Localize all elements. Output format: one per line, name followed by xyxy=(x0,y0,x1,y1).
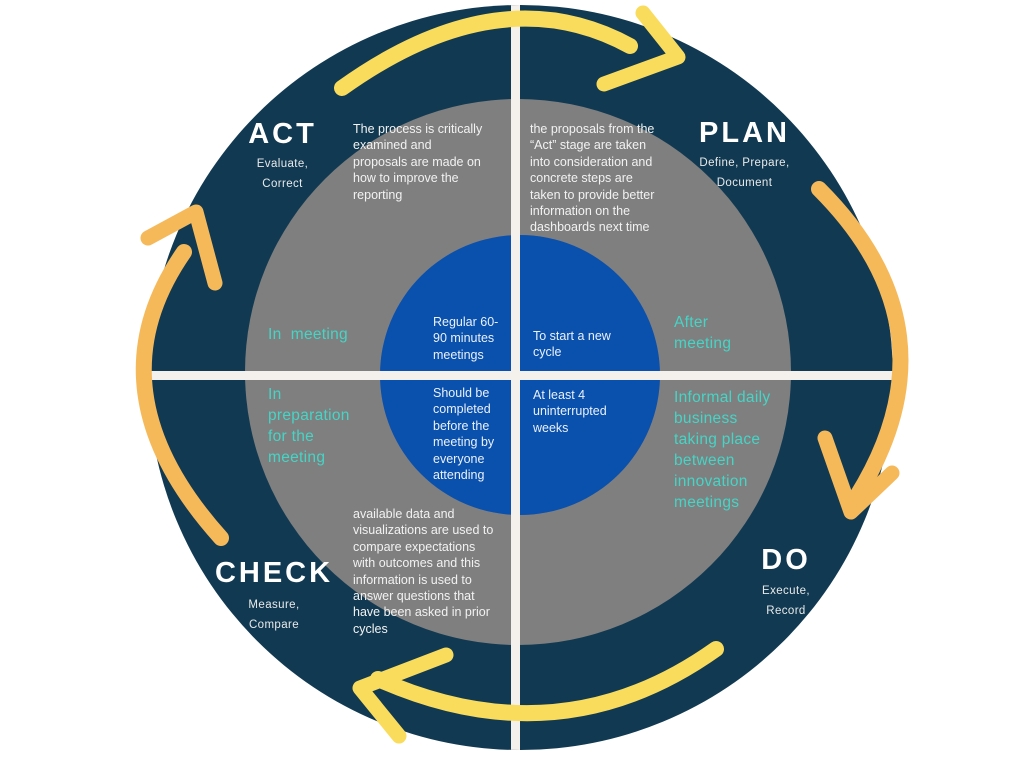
center-note-regular-meetings: Regular 60- 90 minutes meetings xyxy=(433,315,499,362)
ring-label-in-preparation: In preparation for the meeting xyxy=(268,386,350,466)
ring-label-in-meeting: In meeting xyxy=(268,326,348,343)
ring-label-after-meeting: After meeting xyxy=(674,314,732,352)
do-stage-subtitle: Execute, Record xyxy=(762,585,810,617)
center-note-uninterrupted-weeks: At least 4 uninterrupted weeks xyxy=(533,388,607,435)
act-stage-title: ACT xyxy=(248,118,317,150)
act-stage-subtitle: Evaluate, Correct xyxy=(256,158,309,190)
plan-stage-subtitle: Define, Prepare, Document xyxy=(699,157,790,189)
plan-stage-title: PLAN xyxy=(699,117,790,149)
plan-description: the proposals from the “Act” stage are t… xyxy=(530,122,655,235)
ring-label-informal-daily: Informal daily business taking place bet… xyxy=(674,389,771,511)
center-note-completed-before: Should be completed before the meeting b… xyxy=(433,386,495,483)
do-stage-title: DO xyxy=(761,544,811,576)
check-stage-title: CHECK xyxy=(214,557,334,589)
check-stage-subtitle: Measure, Compare xyxy=(248,599,300,631)
act-description: The process is critically examined and p… xyxy=(353,122,483,202)
center-note-start-new-cycle: To start a new cycle xyxy=(533,329,611,360)
check-description: available data and visualizations are us… xyxy=(353,507,494,636)
